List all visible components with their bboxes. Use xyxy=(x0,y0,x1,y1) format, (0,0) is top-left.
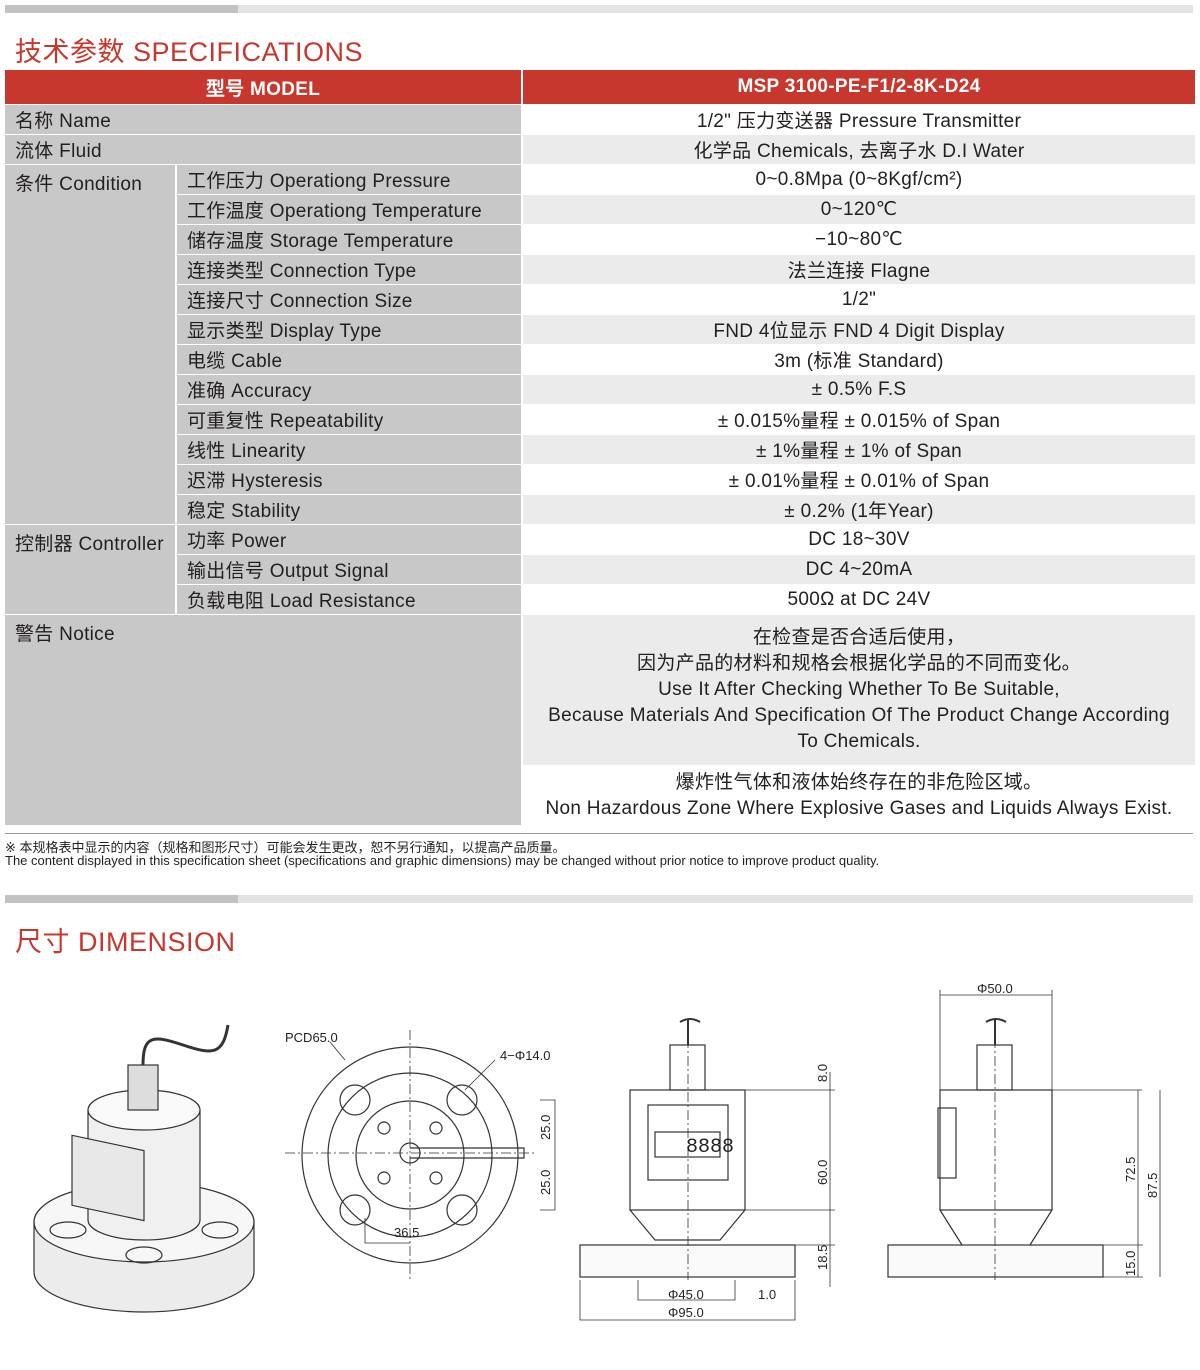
condition-row-value: ± 0.015%量程 ± 0.015% of Span xyxy=(523,405,1195,434)
label-60: 60.0 xyxy=(815,1160,830,1185)
condition-row-value: 0~120℃ xyxy=(523,195,1195,224)
controller-row-value: DC 18~30V xyxy=(523,525,1195,554)
condition-row-label: 准确 Accuracy xyxy=(177,375,521,404)
label-87-5: 87.5 xyxy=(1145,1173,1160,1198)
label-15: 15.0 xyxy=(1123,1251,1138,1276)
flange-top-view xyxy=(285,1030,556,1280)
condition-row-label: 电缆 Cable xyxy=(177,345,521,374)
notice-line: Because Materials And Specification Of T… xyxy=(548,705,1170,726)
notice-line: To Chemicals. xyxy=(797,731,921,752)
controller-row-label: 负载电阻 Load Resistance xyxy=(177,585,521,614)
notice-label: 警告 Notice xyxy=(5,615,521,825)
model-header-value: MSP 3100-PE-F1/2-8K-D24 xyxy=(523,70,1195,104)
specifications-title: 技术参数 SPECIFICATIONS xyxy=(15,37,364,67)
name-value: 1/2" 压力变送器 Pressure Transmitter xyxy=(523,105,1195,134)
label-holes: 4−Φ14.0 xyxy=(500,1048,551,1063)
controller-row-label: 功率 Power xyxy=(177,525,521,554)
fluid-label: 流体 Fluid xyxy=(5,135,521,164)
notice-block1: 在检查是否合适后使用， 因为产品的材料和规格会根据化学品的不同而变化。 Use It… xyxy=(523,615,1195,765)
condition-row-label: 工作压力 Operationg Pressure xyxy=(177,165,521,194)
condition-row-value: 法兰连接 Flagne xyxy=(523,255,1195,284)
condition-row-label: 连接尺寸 Connection Size xyxy=(177,285,521,314)
footnote-en: The content displayed in this specificat… xyxy=(5,853,880,868)
label-1: 1.0 xyxy=(758,1287,776,1302)
section-bar xyxy=(5,5,1193,13)
label-25a: 25.0 xyxy=(538,1115,553,1140)
dimension-title: 尺寸 DIMENSION xyxy=(15,927,236,957)
condition-row-value: 0~0.8Mpa (0~8Kgf/cm²) xyxy=(523,165,1195,194)
condition-row-label: 可重复性 Repeatability xyxy=(177,405,521,434)
label-18-5: 18.5 xyxy=(815,1245,830,1270)
notice-line: Non Hazardous Zone Where Explosive Gases… xyxy=(545,797,1173,819)
notice-line: 爆炸性气体和液体始终存在的非危险区域。 xyxy=(675,771,1043,793)
condition-row-label: 工作温度 Operationg Temperature xyxy=(177,195,521,224)
label-36-5: 36.5 xyxy=(394,1225,419,1240)
side-view xyxy=(579,1018,835,1321)
section-bar xyxy=(5,895,1193,903)
condition-row-label: 迟滞 Hysteresis xyxy=(177,465,521,494)
label-72-5: 72.5 xyxy=(1123,1157,1138,1182)
product-3d-view xyxy=(33,1024,255,1313)
divider xyxy=(5,833,1193,834)
label-phi50: Φ50.0 xyxy=(977,981,1013,996)
condition-row-value: ± 0.2% (1年Year) xyxy=(523,495,1195,524)
condition-group-label: 条件 Condition xyxy=(5,165,175,524)
condition-row-label: 线性 Linearity xyxy=(177,435,521,464)
notice-line: 因为产品的材料和规格会根据化学品的不同而变化。 xyxy=(637,653,1081,674)
condition-row-value: −10~80℃ xyxy=(523,225,1195,254)
label-25b: 25.0 xyxy=(538,1170,553,1195)
condition-row-value: ± 1%量程 ± 1% of Span xyxy=(523,435,1195,464)
controller-row-value: 500Ω at DC 24V xyxy=(523,585,1195,614)
fluid-value: 化学品 Chemicals, 去离子水 D.I Water xyxy=(523,135,1195,164)
controller-row-label: 输出信号 Output Signal xyxy=(177,555,521,584)
label-pcd: PCD65.0 xyxy=(285,1030,338,1045)
condition-row-value: ± 0.5% F.S xyxy=(523,375,1195,404)
notice-line: 在检查是否合适后使用， xyxy=(752,627,966,648)
label-phi45: Φ45.0 xyxy=(668,1287,704,1302)
controller-group-label: 控制器 Controller xyxy=(5,525,175,614)
notice-line: Use It After Checking Whether To Be Suit… xyxy=(658,679,1060,700)
notice-block2: 爆炸性气体和液体始终存在的非危险区域。 Non Hazardous Zone Wh… xyxy=(523,766,1195,825)
condition-row-label: 储存温度 Storage Temperature xyxy=(177,225,521,254)
name-label: 名称 Name xyxy=(5,105,521,134)
footnote: ※ 本规格表中显示的内容（规格和图形尺寸）可能会发生更改，恕不另行通知，以提高产… xyxy=(5,841,879,867)
condition-row-label: 连接类型 Connection Type xyxy=(177,255,521,284)
condition-row-label: 显示类型 Display Type xyxy=(177,315,521,344)
model-header-label: 型号 MODEL xyxy=(5,70,521,104)
dimension-drawings: 8888 PCD65.0 4−Φ14.0 25.0 25.0 36.5 8.0 … xyxy=(33,981,1161,1321)
condition-row-value: ± 0.01%量程 ± 0.01% of Span xyxy=(523,465,1195,494)
display-digits: 8888 xyxy=(686,1136,734,1159)
footnote-cn: ※ 本规格表中显示的内容（规格和图形尺寸）可能会发生更改，恕不另行通知，以提高产… xyxy=(5,840,566,855)
controller-row-value: DC 4~20mA xyxy=(523,555,1195,584)
condition-row-value: 1/2" xyxy=(523,285,1195,314)
condition-row-value: FND 4位显示 FND 4 Digit Display xyxy=(523,315,1195,344)
condition-row-label: 稳定 Stability xyxy=(177,495,521,524)
label-phi95: Φ95.0 xyxy=(668,1305,704,1320)
label-8: 8.0 xyxy=(815,1064,830,1082)
front-view xyxy=(887,990,1161,1280)
condition-row-value: 3m (标准 Standard) xyxy=(523,345,1195,374)
